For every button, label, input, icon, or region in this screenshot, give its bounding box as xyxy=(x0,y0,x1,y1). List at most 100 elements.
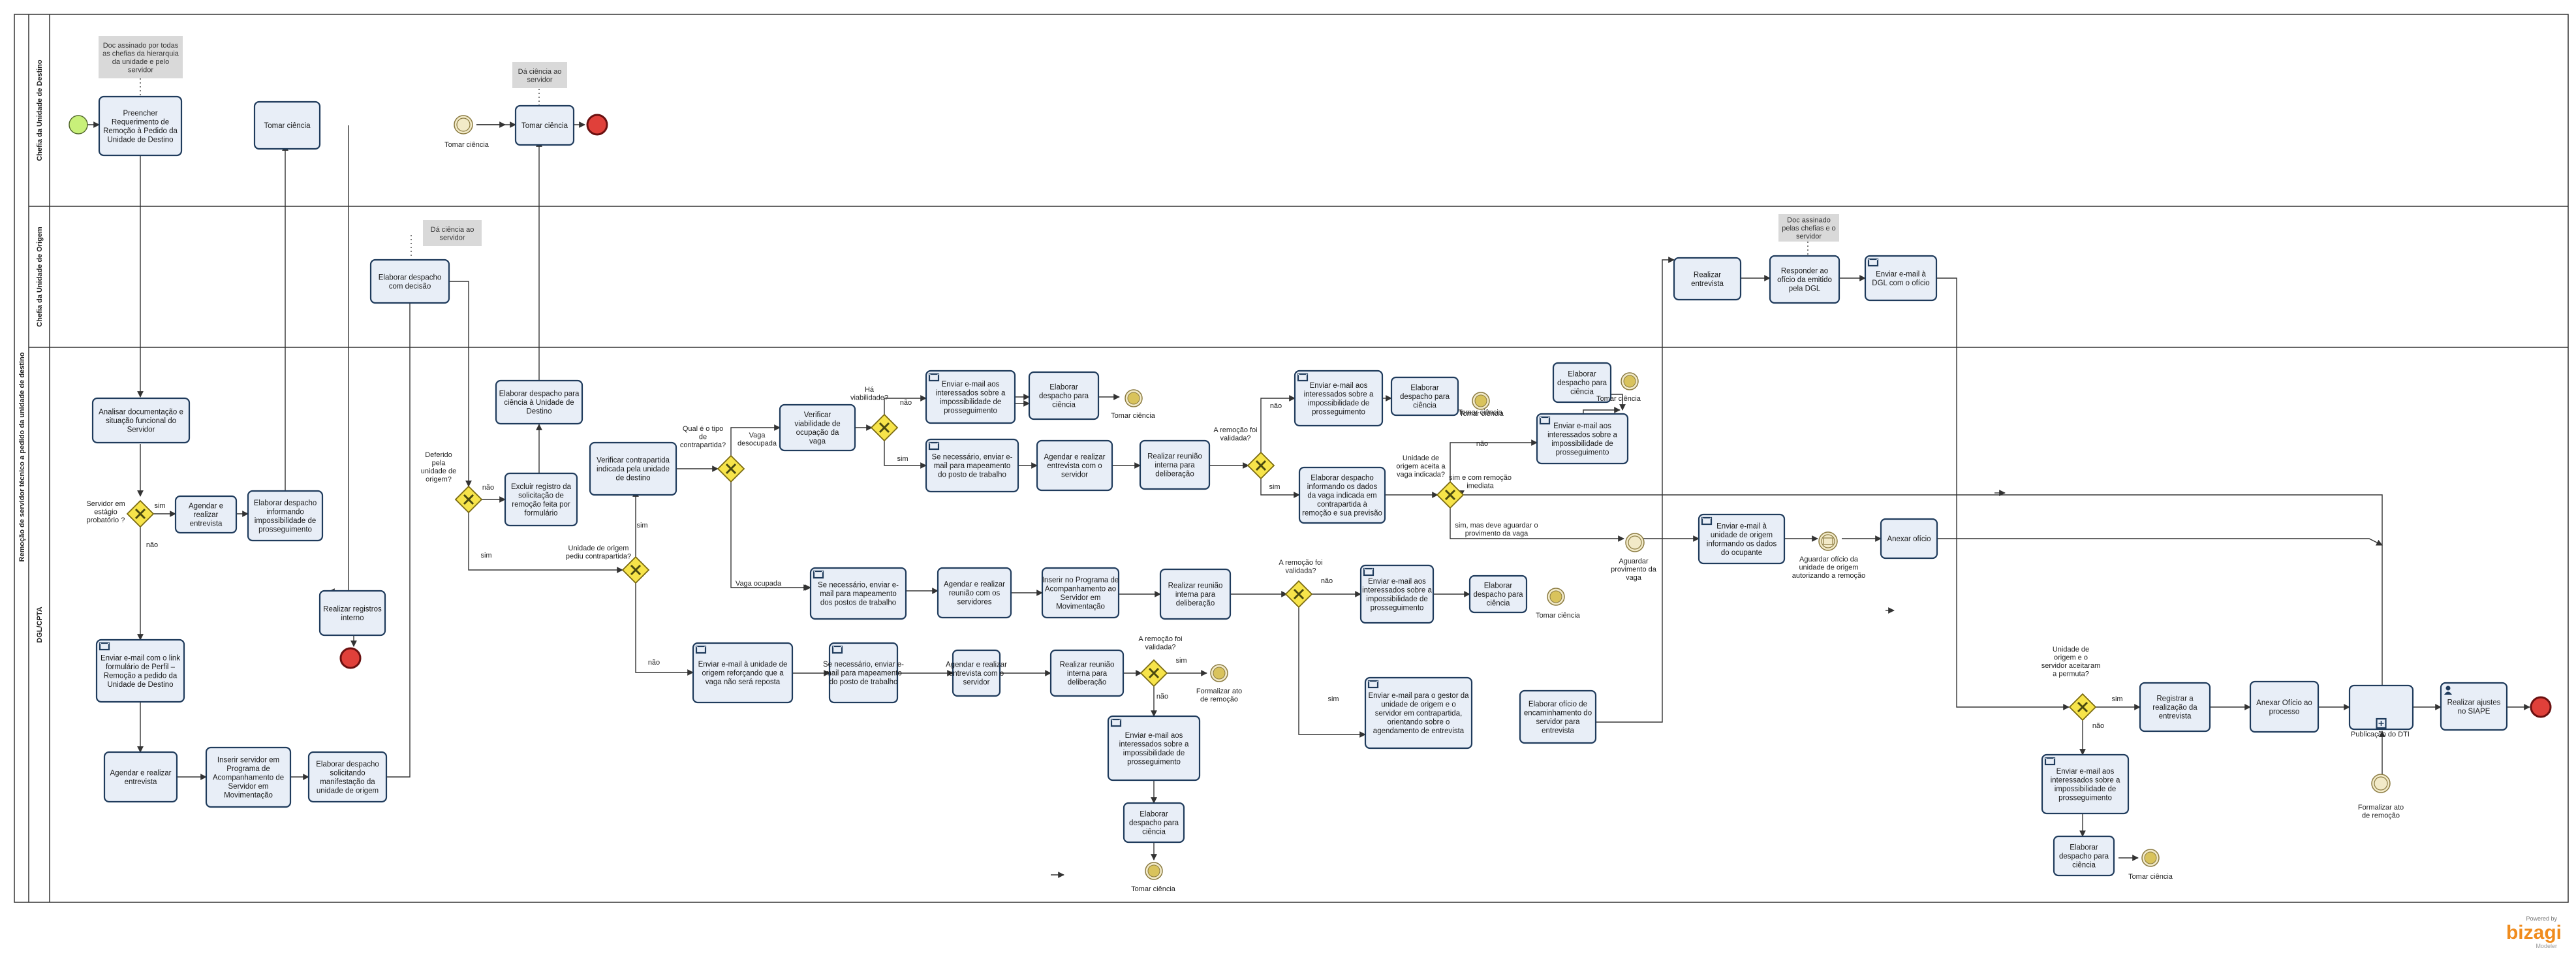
envelope-icon xyxy=(928,373,940,382)
task-t31: Anexar ofício xyxy=(1880,518,1938,560)
task-t3: Tomar ciência xyxy=(514,104,575,146)
message-catch-event xyxy=(454,115,473,134)
label-text: A remoção foi xyxy=(1279,559,1322,567)
task-label: Se necessário, enviar e- xyxy=(823,661,904,669)
task-label: Analisar documentação e xyxy=(99,409,183,417)
label-text: Tomar ciência xyxy=(1596,395,1641,403)
task-label: mail para mapeamento xyxy=(825,670,902,678)
task-label: Elaborar ofício de xyxy=(1529,701,1587,708)
exclusive-gateway xyxy=(621,556,650,584)
task-label: interessados sobre a xyxy=(1362,586,1432,594)
label-text: vaga xyxy=(1626,574,1642,582)
label-text: sim e com remoção xyxy=(1449,474,1512,482)
task-label: entrevista com o xyxy=(1047,462,1102,470)
task-label: Realizar reunião xyxy=(1168,582,1223,590)
task-label: solicitação de xyxy=(518,492,564,499)
label-text: origem aceita a xyxy=(1396,463,1446,471)
task-label: da vaga indicada em xyxy=(1307,492,1376,500)
task-label: orientando sobre o xyxy=(1388,719,1450,727)
gateways xyxy=(126,413,2097,721)
envelope-icon xyxy=(1701,516,1713,526)
task-label: Elaborar xyxy=(1484,582,1513,590)
task-label: Elaborar despacho xyxy=(254,499,317,507)
label-text: Formalizar ato xyxy=(2358,804,2404,812)
task-label: vaga xyxy=(809,437,826,445)
flow-label: não xyxy=(648,659,660,667)
label-text: contrapartida? xyxy=(680,441,726,449)
envelope-icon xyxy=(99,642,110,651)
task-label: Responder ao xyxy=(1781,268,1828,276)
label-text: Vaga xyxy=(749,432,766,439)
task-label: impossibilidade de xyxy=(940,398,1002,406)
label-text: validada? xyxy=(1145,644,1175,652)
task-label: Servidor xyxy=(127,426,155,434)
logo-powered-by: Powered by xyxy=(2526,915,2557,922)
envelope-icon xyxy=(1539,416,1551,425)
annotation-text: servidor xyxy=(1796,233,1822,241)
task-label: Excluir registro da xyxy=(511,483,572,491)
label-text: sim xyxy=(636,522,647,529)
label-text: desocupada xyxy=(737,440,777,448)
task-label: Enviar e-mail aos xyxy=(1368,578,1426,586)
exclusive-gateway xyxy=(454,485,483,514)
task-label: remoção e sua previsão xyxy=(1302,510,1382,518)
message-catch-event xyxy=(1818,531,1838,551)
task-label: mail para mapeamento xyxy=(820,590,897,598)
task-label: Remoção a pedido da xyxy=(104,672,178,680)
task-label: Elaborar xyxy=(1140,811,1168,819)
flow-label: sim xyxy=(1327,695,1339,703)
flow-label: Tomar ciência xyxy=(1596,395,1641,403)
task-label: Realizar xyxy=(1694,271,1721,279)
label-text: provimento da vaga xyxy=(1465,530,1529,538)
task-label: ciência xyxy=(1142,829,1166,836)
task-label: Movimentação xyxy=(1056,603,1105,610)
flow-label: não xyxy=(1476,440,1488,448)
timer-event xyxy=(2371,774,2391,793)
task-label: Realizar reunião xyxy=(1147,453,1202,461)
flow-label: Tomar ciência xyxy=(1459,410,1504,418)
task-label: unidade de origem e o xyxy=(1381,701,1455,709)
task-label: interna para xyxy=(1175,591,1216,599)
envelope-icon xyxy=(1363,567,1374,576)
task-label: Enviar e-mail aos xyxy=(1125,732,1183,740)
label-text: Tomar ciência xyxy=(444,141,489,149)
task-label: informando os dados xyxy=(1307,483,1378,491)
task-label: Realizar registros xyxy=(323,605,382,613)
task-label: manifestação da xyxy=(320,778,375,786)
label-text: Tomar ciência xyxy=(1111,412,1156,420)
task-label: do ocupante xyxy=(1721,549,1762,557)
lane-title-origem: Chefia da Unidade de Origem xyxy=(36,227,44,327)
task-label: Requerimento de xyxy=(112,118,169,126)
task-label: ciência xyxy=(1052,402,1076,409)
flow-label: sim xyxy=(1269,483,1280,491)
start-event xyxy=(69,115,88,134)
flow-label: Vaga ocupada xyxy=(736,580,782,588)
label-text: Tomar ciência xyxy=(2128,873,2173,881)
link-throw-event xyxy=(1125,389,1143,407)
annotation-text: Doc assinado xyxy=(1787,217,1831,225)
task-label: despacho para xyxy=(1557,379,1607,387)
exclusive-gateway xyxy=(1284,580,1313,608)
task-label: mail para mapeamento xyxy=(934,462,1011,470)
label-text: A remoção foi xyxy=(1138,635,1182,643)
exclusive-gateway xyxy=(1436,481,1465,509)
task-label: Acompanhamento ao xyxy=(1045,585,1116,593)
task-label: impossibilidade de xyxy=(1366,595,1428,603)
task-label: prosseguimento xyxy=(1127,758,1181,766)
link-throw-event xyxy=(1210,664,1228,682)
task-label: situação funcional do xyxy=(106,417,176,425)
